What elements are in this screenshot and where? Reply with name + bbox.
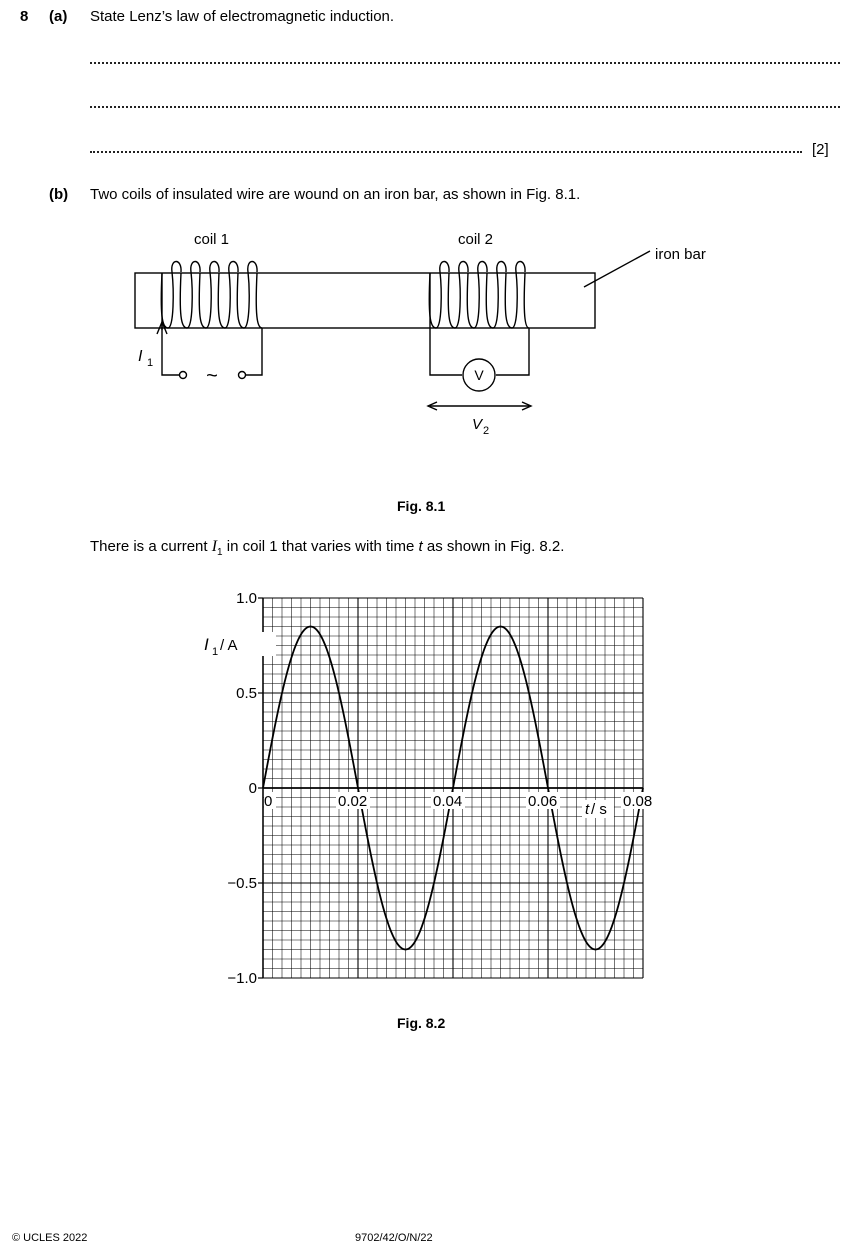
part-a-text: State Lenz’s law of electromagnetic indu… <box>90 8 395 25</box>
intro-subscript: 1 <box>217 547 223 558</box>
fig-8-2-intro: There is a current I1 in coil 1 that var… <box>90 538 564 558</box>
question-number: 8 <box>20 8 29 25</box>
y-axis-label-unit: / A <box>220 637 238 654</box>
terminal-right <box>237 370 247 380</box>
answer-line-3[interactable] <box>90 149 802 153</box>
fig-8-1-caption: Fig. 8.1 <box>397 498 446 514</box>
x-tick-bg <box>526 792 560 809</box>
voltage-subscript: 2 <box>483 425 489 437</box>
y-axis-label-symbol: I <box>204 635 209 654</box>
part-a-label: (a) <box>49 8 68 25</box>
iron-bar-leader <box>583 250 651 288</box>
x-tick-bg <box>621 792 655 809</box>
y-tick-label: 0 <box>249 780 257 797</box>
x-axis-label-symbol: t <box>585 801 590 818</box>
iron-bar <box>134 272 596 329</box>
voltage-label: V <box>472 416 484 433</box>
fig-8-2-caption: Fig. 8.2 <box>397 1015 446 1031</box>
footer-copyright: © UCLES 2022 <box>12 1232 88 1244</box>
x-tick-label: 0.02 <box>338 793 367 810</box>
marks-a: [2] <box>812 141 829 158</box>
x-tick-bg <box>431 792 465 809</box>
fig-8-1-diagram: ~ V coil 1 coil 2 iron bar I 1 V 2 <box>134 231 706 437</box>
x-tick-label: 0.04 <box>433 793 462 810</box>
intro-symbol: I <box>211 538 218 555</box>
answer-line-1[interactable] <box>90 60 840 64</box>
x-tick-bg <box>336 792 370 809</box>
ac-symbol: ~ <box>206 365 218 387</box>
part-b-text: Two coils of insulated wire are wound on… <box>90 186 581 203</box>
intro-t: t <box>418 538 423 555</box>
y-tick-label: −0.5 <box>227 875 257 892</box>
iron-bar-label: iron bar <box>655 246 706 263</box>
y-tick-label: 1.0 <box>236 590 257 607</box>
chart-curve <box>262 625 644 951</box>
x-axis-label-unit: / s <box>591 801 607 818</box>
y-tick-label: 0.5 <box>236 685 257 702</box>
y-tick-label: −1.0 <box>227 970 257 987</box>
terminal-left <box>178 370 188 380</box>
x-tick-label: 0.06 <box>528 793 557 810</box>
coil-1-label: coil 1 <box>194 231 229 248</box>
x-tick-label: 0 <box>264 793 272 810</box>
intro-part-3: as shown in Fig. 8.2. <box>422 538 565 555</box>
current-label: I <box>138 348 143 365</box>
intro-part-1: There is a current <box>90 538 212 555</box>
part-b-label: (b) <box>49 186 69 203</box>
x-tick-bg <box>264 792 276 809</box>
current-subscript: 1 <box>147 357 153 369</box>
footer-code: 9702/42/O/N/22 <box>355 1232 433 1244</box>
current-curve <box>262 625 644 951</box>
answer-line-2[interactable] <box>90 104 840 108</box>
voltmeter-label: V <box>474 367 484 383</box>
xlabel-bg <box>582 800 614 818</box>
coil-1 <box>160 260 263 376</box>
arrow-head <box>156 320 168 335</box>
ylabel-bg <box>228 632 276 656</box>
coil-2-label: coil 2 <box>458 231 493 248</box>
x-tick-label: 0.08 <box>623 793 652 810</box>
intro-part-2: in coil 1 that varies with time <box>222 538 419 555</box>
y-axis-label-subscript: 1 <box>212 646 218 658</box>
voltmeter-symbol <box>462 358 496 392</box>
coil-2 <box>428 260 530 376</box>
